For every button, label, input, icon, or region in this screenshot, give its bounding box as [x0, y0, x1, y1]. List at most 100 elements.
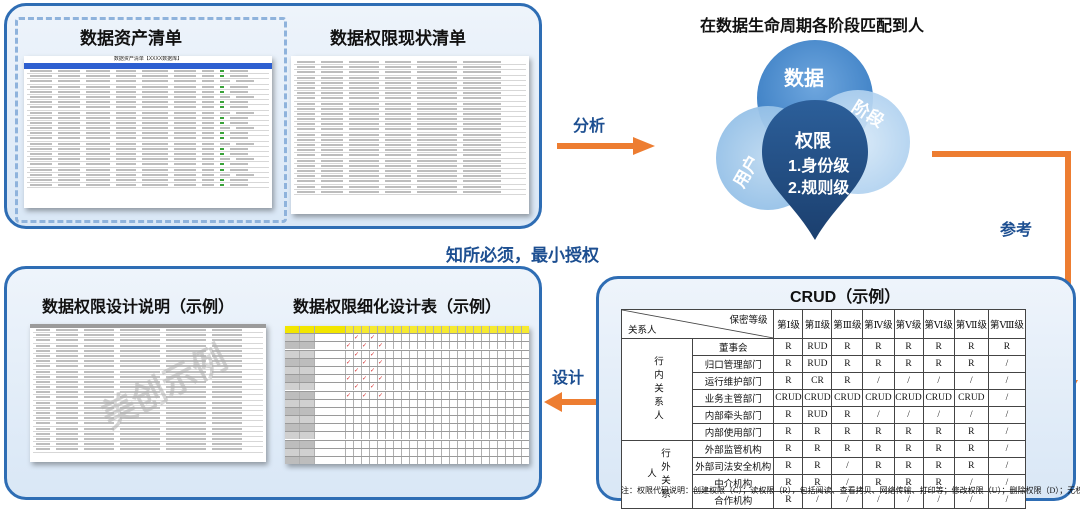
crud-permission-cell: R: [831, 423, 864, 441]
crud-permission-cell: R: [773, 440, 804, 458]
thumbnail-row: [33, 442, 263, 448]
thumbnail-row: [27, 136, 269, 142]
crud-corner-cell: 保密等级 关系人: [620, 309, 775, 339]
permission-status-title: 数据权限现状清单: [330, 29, 466, 48]
thumbnail-row: [294, 60, 526, 66]
crud-permission-cell: /: [987, 457, 1027, 475]
asset-doc-column-header: [24, 63, 272, 69]
thumbnail-row: [27, 168, 269, 173]
lifecycle-title: 在数据生命周期各阶段匹配到人: [700, 18, 925, 35]
crud-table: 保密等级 关系人 第Ⅰ级 第Ⅱ级 第Ⅲ级 第Ⅳ级 第Ⅴ级 第Ⅵ级 第Ⅶ级 第Ⅷ级…: [620, 309, 1027, 509]
asset-inventory-title: 数据资产清单: [80, 29, 182, 48]
crud-permission-cell: /: [987, 389, 1027, 407]
thumbnail-row: [33, 390, 263, 396]
thumbnail-row: [294, 65, 526, 71]
crud-permission-cell: R: [953, 423, 989, 441]
detail-thumbnail-row: [285, 424, 529, 433]
reference-label: 参考: [1000, 222, 1033, 239]
thumbnail-row: [27, 79, 269, 85]
asset-inventory-document: 数据资产清单【XXXX数据库】: [24, 56, 272, 208]
desc-doc-header: [30, 324, 266, 328]
crud-permission-cell: R: [831, 440, 864, 458]
crud-permission-cell: R: [893, 440, 924, 458]
thumbnail-row: [294, 102, 526, 107]
thumbnail-row: [27, 173, 269, 178]
desc-doc-rows: [30, 328, 266, 453]
thumbnail-row: [294, 107, 526, 112]
thumbnail-row: [33, 328, 263, 334]
crud-level-header: 第Ⅷ级: [987, 309, 1027, 339]
thumbnail-row: [27, 69, 269, 75]
detail-thumbnail-row: [285, 440, 529, 449]
crud-permission-cell: /: [922, 406, 955, 424]
design-label: 设计: [552, 370, 585, 387]
crud-level-header: 第Ⅱ级: [802, 309, 833, 339]
crud-permission-cell: /: [987, 372, 1027, 390]
thumbnail-row: [27, 126, 269, 132]
thumbnail-row: [27, 183, 269, 189]
crud-permission-cell: /: [893, 406, 924, 424]
thumbnail-row: [33, 380, 263, 386]
thumbnail-row: [294, 138, 526, 143]
thumbnail-row: [33, 447, 263, 453]
thumbnail-row: [27, 100, 269, 106]
detail-doc-rows: ✓✓✓✓✓✓✓✓✓✓✓✓✓✓✓✓✓✓✓✓: [285, 326, 529, 464]
thumbnail-row: [33, 406, 263, 411]
thumbnail-row: [33, 411, 263, 417]
lifecycle-data-label: 数据: [784, 68, 824, 90]
crud-permission-cell: /: [987, 406, 1027, 424]
thumbnail-row: [294, 153, 526, 159]
detail-thumbnail-row: ✓✓: [285, 334, 529, 343]
crud-permission-cell: R: [922, 355, 955, 373]
crud-level-header: 第Ⅶ级: [953, 309, 989, 339]
lifecycle-venn: [716, 40, 910, 240]
crud-permission-cell: /: [862, 372, 895, 390]
thumbnail-row: [27, 142, 269, 147]
permission-status-document: [291, 56, 529, 214]
crud-permission-cell: R: [773, 355, 804, 373]
crud-permission-cell: /: [987, 423, 1027, 441]
thumbnail-row: [294, 159, 526, 164]
detail-thumbnail-row: ✓✓: [285, 350, 529, 359]
thumbnail-row: [294, 169, 526, 175]
thumbnail-row: [294, 174, 526, 180]
thumbnail-row: [27, 74, 269, 80]
crud-relation-name: 内部牵头部门: [691, 406, 775, 424]
crud-permission-cell: /: [922, 372, 955, 390]
detail-thumbnail-row: [285, 432, 529, 441]
thumbnail-row: [27, 162, 269, 168]
crud-permission-cell: R: [953, 338, 989, 356]
design-description-document: [30, 324, 266, 462]
crud-relation-name: 归口管理部门: [691, 355, 775, 373]
detail-thumbnail-row: ✓✓✓: [285, 342, 529, 351]
crud-permission-cell: R: [922, 423, 955, 441]
principle-label: 知所必须，最小授权: [446, 246, 599, 265]
detail-thumbnail-row: [285, 416, 529, 425]
asset-inventory-highlight-box: [15, 17, 287, 223]
thumbnail-row: [294, 179, 526, 185]
thumbnail-row: [33, 375, 263, 380]
detail-thumbnail-row: [285, 399, 529, 408]
crud-permission-cell: R: [862, 338, 895, 356]
crud-permission-cell: R: [922, 440, 955, 458]
crud-permission-cell: R: [773, 338, 804, 356]
thumbnail-row: [33, 437, 263, 443]
thumbnail-row: [294, 190, 526, 195]
crud-permission-cell: CRUD: [831, 389, 864, 407]
crud-group-outer: 行外关系人: [621, 440, 693, 509]
crud-permission-cell: RUD: [802, 338, 833, 356]
crud-permission-cell: R: [953, 440, 989, 458]
thumbnail-row: [33, 364, 263, 370]
thumbnail-row: [27, 116, 269, 121]
crud-level-header: 第Ⅲ级: [831, 309, 864, 339]
permission-title: 权限: [795, 131, 831, 151]
thumbnail-row: [33, 401, 263, 406]
thumbnail-row: [294, 164, 526, 169]
asset-doc-header: 数据资产清单【XXXX数据库】: [113, 56, 183, 62]
crud-permission-cell: R: [802, 457, 833, 475]
thumbnail-row: [294, 81, 526, 86]
crud-header-row: 保密等级 关系人 第Ⅰ级 第Ⅱ级 第Ⅲ级 第Ⅳ级 第Ⅴ级 第Ⅵ级 第Ⅶ级 第Ⅷ级: [620, 309, 1027, 339]
thumbnail-row: [33, 349, 263, 354]
